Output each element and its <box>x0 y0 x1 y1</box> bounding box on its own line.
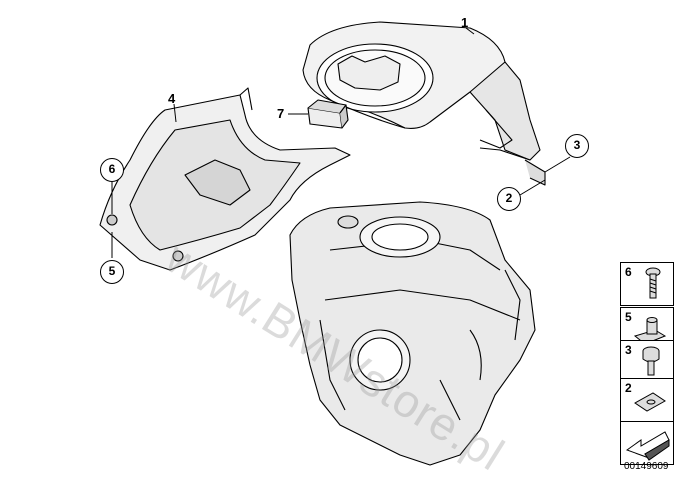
callout-1: 1 <box>461 15 469 30</box>
callout-5: 5 <box>100 260 124 284</box>
legend-number: 2 <box>625 381 632 395</box>
callout-6: 6 <box>100 158 124 182</box>
callout-2: 2 <box>497 187 521 211</box>
foam-pad-part <box>307 99 349 129</box>
legend-number: 3 <box>625 343 632 357</box>
legend-item-arrow <box>620 421 674 465</box>
screw-icon <box>645 267 661 299</box>
fuel-tank-part <box>289 201 536 466</box>
leader-lines <box>111 27 571 258</box>
callout-7: 7 <box>277 106 285 121</box>
legend-item-screw: 6 <box>620 262 674 306</box>
direction-arrow-icon <box>625 431 670 461</box>
clip-nut-icon <box>634 392 666 412</box>
legend-number: 5 <box>625 310 632 324</box>
diagram-reference-number: 00149609 <box>624 461 669 472</box>
rubber-buffer-icon <box>642 346 660 376</box>
callout-4: 4 <box>168 91 176 106</box>
legend-item-clip-nut: 2 <box>620 378 674 422</box>
tank-cover-part <box>302 21 546 186</box>
legend-number: 6 <box>625 265 632 279</box>
callout-3: 3 <box>565 134 589 158</box>
side-trim-panel-part <box>99 87 351 271</box>
legend-item-rubber-buffer: 3 <box>620 340 674 384</box>
